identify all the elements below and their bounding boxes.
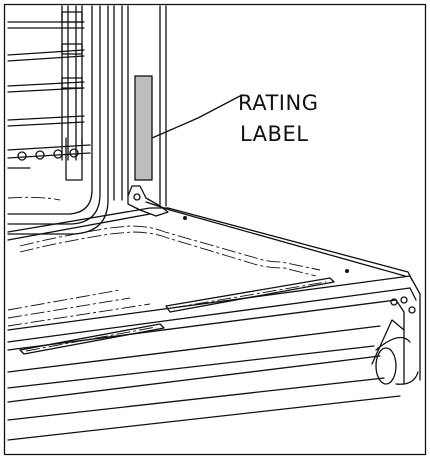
oven-rack [7, 5, 85, 161]
door-vent-slots [19, 277, 335, 355]
callout-label-line1: RATING [238, 91, 318, 115]
callout-leader-line [151, 95, 241, 139]
figure-border [3, 3, 427, 456]
oven-door-top [7, 207, 413, 281]
oven-frame-column [113, 5, 167, 207]
rack-glides [7, 137, 91, 181]
door-hinge [127, 185, 171, 217]
rating-label-plate [134, 75, 153, 181]
callout-label-line2: LABEL [240, 122, 308, 146]
door-front-panel [7, 275, 421, 441]
door-window-outline [7, 225, 321, 327]
door-handle [7, 319, 419, 421]
oven-cavity-wall [7, 5, 109, 235]
